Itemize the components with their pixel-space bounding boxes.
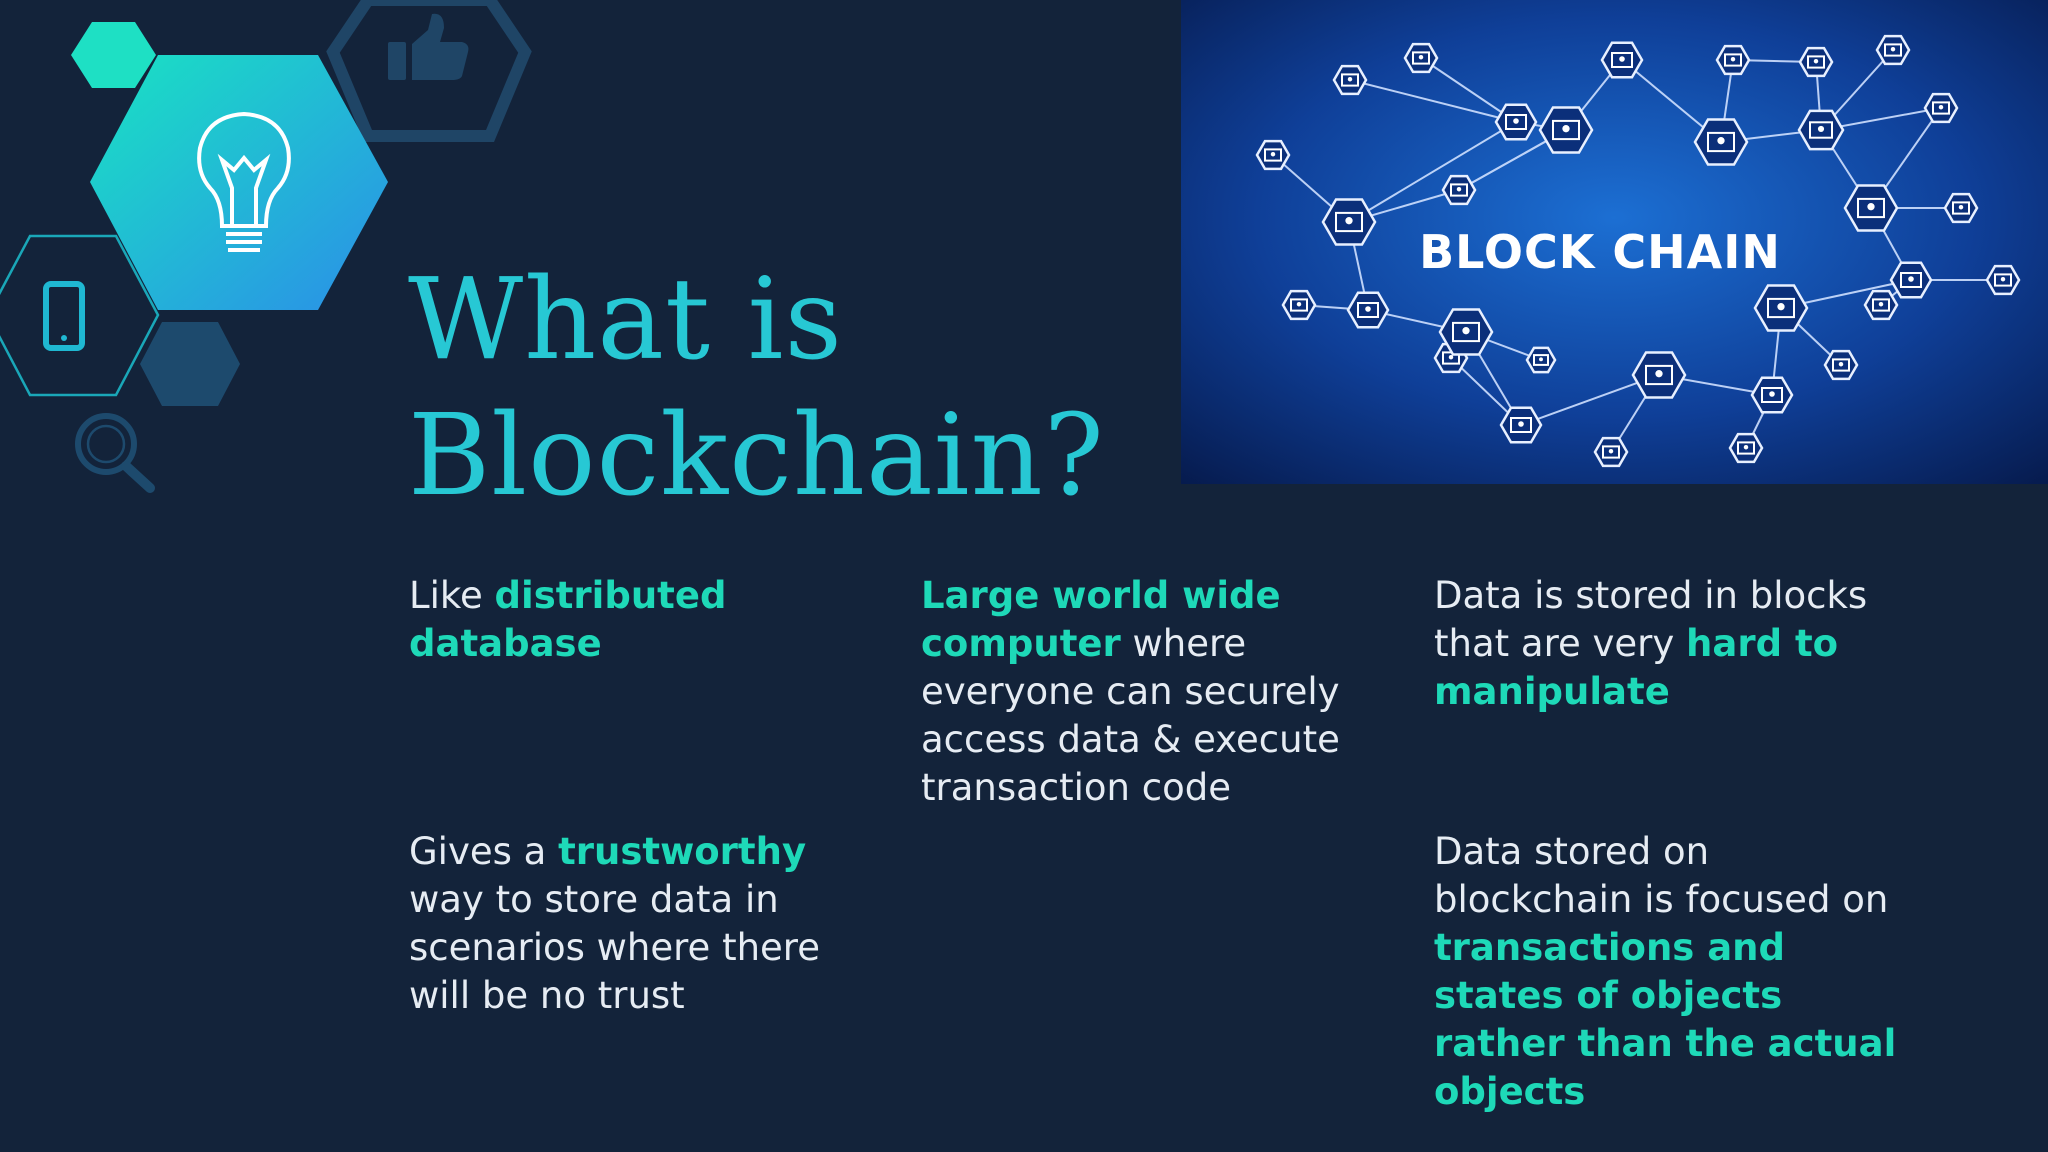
- network-node: [1281, 289, 1317, 321]
- body-text: Gives a: [409, 830, 559, 873]
- network-node: [1593, 436, 1629, 468]
- network-node: [1499, 406, 1543, 444]
- network-node: [1441, 174, 1477, 206]
- network-node: [1494, 103, 1538, 141]
- title-line-1: What is: [408, 255, 843, 385]
- highlight-text: hard to manipulate: [1434, 622, 1839, 713]
- small-blue-hexagon: [140, 322, 240, 406]
- network-node: [1715, 44, 1751, 76]
- body-text: Data is stored in blocks that are very: [1434, 574, 1868, 665]
- highlight-text: transactions and states of objects rathe…: [1434, 926, 1897, 1113]
- title-line-2: Blockchain?: [408, 391, 1105, 521]
- network-link: [1520, 374, 1660, 426]
- network-node: [1332, 64, 1368, 96]
- network-node: [1346, 291, 1390, 329]
- lightbulb-hexagon: [90, 55, 388, 310]
- network-node: [1798, 46, 1834, 78]
- network-node: [1525, 346, 1557, 374]
- body-text: way to store data in scenarios where the…: [409, 878, 820, 1017]
- point-transactions-states: Data stored on blockchain is focused on …: [1434, 828, 1904, 1116]
- network-link: [1420, 57, 1517, 123]
- network-node: [1943, 192, 1979, 224]
- network-node: [1797, 109, 1845, 151]
- thumbs-up-icon: [388, 13, 469, 80]
- network-link: [1349, 79, 1517, 123]
- highlight-text: distributed database: [409, 574, 727, 665]
- network-node: [1728, 432, 1764, 464]
- body-text: Like: [409, 574, 495, 617]
- network-node: [1985, 264, 2021, 296]
- magnifier-icon: [75, 413, 155, 493]
- network-link: [1348, 121, 1517, 223]
- body-text: Data stored on blockchain is focused on: [1434, 830, 1889, 921]
- hexagon-decoration: [0, 0, 532, 493]
- network-node: [1923, 92, 1959, 124]
- point-distributed-database: Like distributed database: [409, 572, 869, 668]
- outline-hexagon-phone: [0, 234, 160, 397]
- outline-hexagon-thumbs: [326, 0, 532, 142]
- network-node: [1600, 41, 1644, 79]
- network-node: [1863, 289, 1899, 321]
- lightbulb-icon: [197, 111, 291, 252]
- highlight-text: Large world wide computer: [921, 574, 1281, 665]
- smartphone-icon: [43, 281, 85, 351]
- page-title: What is Blockchain?: [408, 252, 1105, 524]
- body-text: where everyone can securely access data …: [921, 622, 1340, 809]
- image-label: BLOCK CHAIN: [1419, 225, 1781, 279]
- network-node: [1823, 349, 1859, 381]
- network-node: [1321, 198, 1377, 246]
- image-background: [1181, 0, 2048, 484]
- network-node: [1255, 139, 1291, 171]
- point-hard-to-manipulate: Data is stored in blocks that are very h…: [1434, 572, 1904, 716]
- small-teal-hexagon: [71, 22, 156, 88]
- point-world-computer: Large world wide computer where everyone…: [921, 572, 1391, 812]
- network-node: [1889, 261, 1933, 299]
- highlight-text: trustworthy: [558, 830, 807, 873]
- point-trustworthy: Gives a trustworthy way to store data in…: [409, 828, 879, 1020]
- network-node: [1438, 308, 1494, 356]
- network-node: [1538, 106, 1594, 154]
- network-node: [1875, 34, 1911, 66]
- network-node: [1631, 351, 1687, 399]
- network-node: [1693, 118, 1749, 166]
- network-node: [1753, 284, 1809, 332]
- blockchain-image: BLOCK CHAIN: [1181, 0, 2048, 484]
- network-node: [1843, 184, 1899, 232]
- network-node: [1403, 42, 1439, 74]
- network-node: [1750, 376, 1794, 414]
